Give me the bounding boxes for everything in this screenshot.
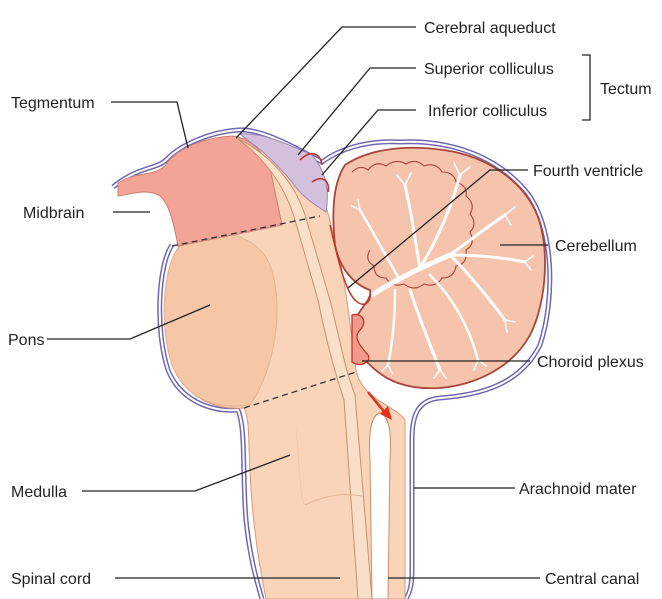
label-cerebral-aqueduct: Cerebral aqueduct: [424, 20, 556, 37]
pons-region: [164, 233, 277, 406]
central-canal-opening: [369, 413, 390, 599]
label-tectum: Tectum: [600, 81, 652, 98]
label-inferior-colliculus: Inferior colliculus: [428, 103, 547, 120]
label-fourth-ventricle: Fourth ventricle: [533, 163, 643, 180]
label-cerebellum: Cerebellum: [555, 238, 637, 255]
label-midbrain: Midbrain: [23, 205, 84, 222]
label-tegmentum: Tegmentum: [11, 95, 95, 112]
label-superior-colliculus: Superior colliculus: [424, 61, 554, 78]
label-choroid-plexus: Choroid plexus: [537, 354, 644, 371]
leader-tegmentum: [111, 102, 188, 148]
label-pons: Pons: [8, 332, 44, 349]
label-medulla: Medulla: [11, 484, 67, 501]
tectum-bracket: [582, 55, 590, 120]
label-spinal-cord: Spinal cord: [11, 571, 91, 588]
label-arachnoid-mater: Arachnoid mater: [519, 481, 637, 498]
label-central-canal: Central canal: [545, 571, 639, 588]
